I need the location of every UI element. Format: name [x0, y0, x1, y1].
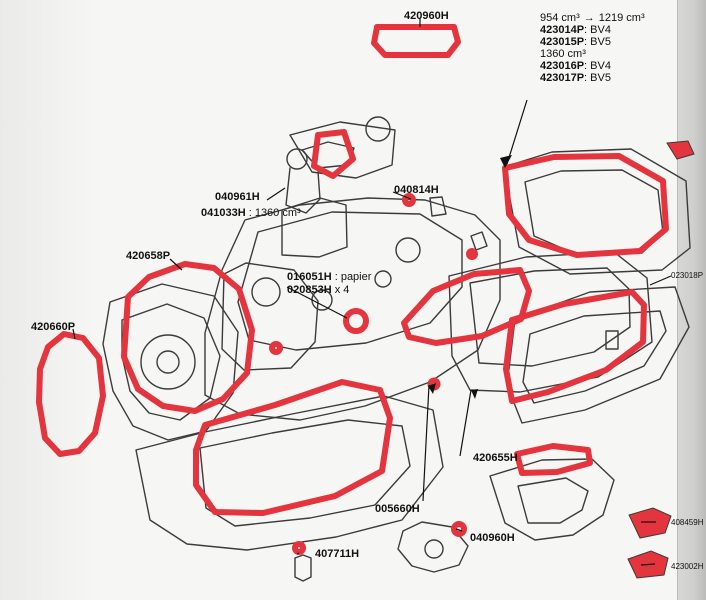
label-420658P: 420658P [126, 250, 171, 262]
label-005660H: 005660H [375, 503, 420, 515]
legend-row-3: 423015P : BV5 [540, 36, 645, 48]
legend-row-2-desc: : BV4 [584, 24, 611, 36]
label-016051H-code: 016051H [287, 271, 332, 283]
label-041033H-code: 041033H [201, 207, 246, 219]
legend-row-4: 1360 cm³ [540, 48, 645, 60]
label-420655H: 420655H [473, 452, 518, 464]
label-041033H-desc: : 1360 cm³ [245, 207, 301, 219]
legend-row-1-right: 1219 cm³ [598, 12, 645, 24]
legend-row-3-desc: : BV5 [584, 36, 611, 48]
legend-row-1: 954 cm³→1219 cm³ [540, 12, 645, 24]
legend-row-4-text: 1360 cm³ [540, 48, 586, 60]
label-407711H: 407711H [315, 548, 360, 560]
label-420960H: 420960H [404, 10, 449, 22]
legend-arrow: → [583, 12, 595, 24]
label-016051H: 016051H : papier [287, 271, 371, 283]
legend-row-3-code: 423015P [540, 36, 585, 48]
legend-row-6-desc: : BV5 [584, 72, 611, 84]
legend-row-5-code: 423016P [540, 60, 585, 72]
label-020853H: 020853H x 4 [287, 284, 349, 296]
legend-row-6-code: 423017P [540, 72, 585, 84]
label-016051H-desc: : papier [331, 271, 372, 283]
label-423002H: 423002H [671, 562, 704, 571]
legend-row-2-code: 423014P [540, 24, 585, 36]
label-040961H: 040961H [215, 191, 260, 203]
label-023018P: 023018P [671, 271, 704, 280]
legend-row-5: 423016P : BV4 [540, 60, 645, 72]
legend-row-5-desc: : BV4 [584, 60, 611, 72]
label-408459H: 408459H [671, 518, 704, 527]
background-fade [0, 0, 95, 600]
legend-row-1-left: 954 cm³ [540, 12, 580, 24]
label-040814H: 040814H [394, 184, 439, 196]
page-edge [677, 0, 706, 600]
legend-row-6: 423017P : BV5 [540, 72, 645, 84]
label-041033H: 041033H : 1360 cm³ [201, 207, 301, 219]
label-020853H-desc: x 4 [331, 284, 350, 296]
displacement-legend: 954 cm³→1219 cm³ 423014P : BV4 423015P :… [540, 12, 645, 84]
label-040960H: 040960H [470, 532, 515, 544]
label-420660P: 420660P [31, 321, 76, 333]
legend-row-2: 423014P : BV4 [540, 24, 645, 36]
label-020853H-code: 020853H [287, 284, 332, 296]
